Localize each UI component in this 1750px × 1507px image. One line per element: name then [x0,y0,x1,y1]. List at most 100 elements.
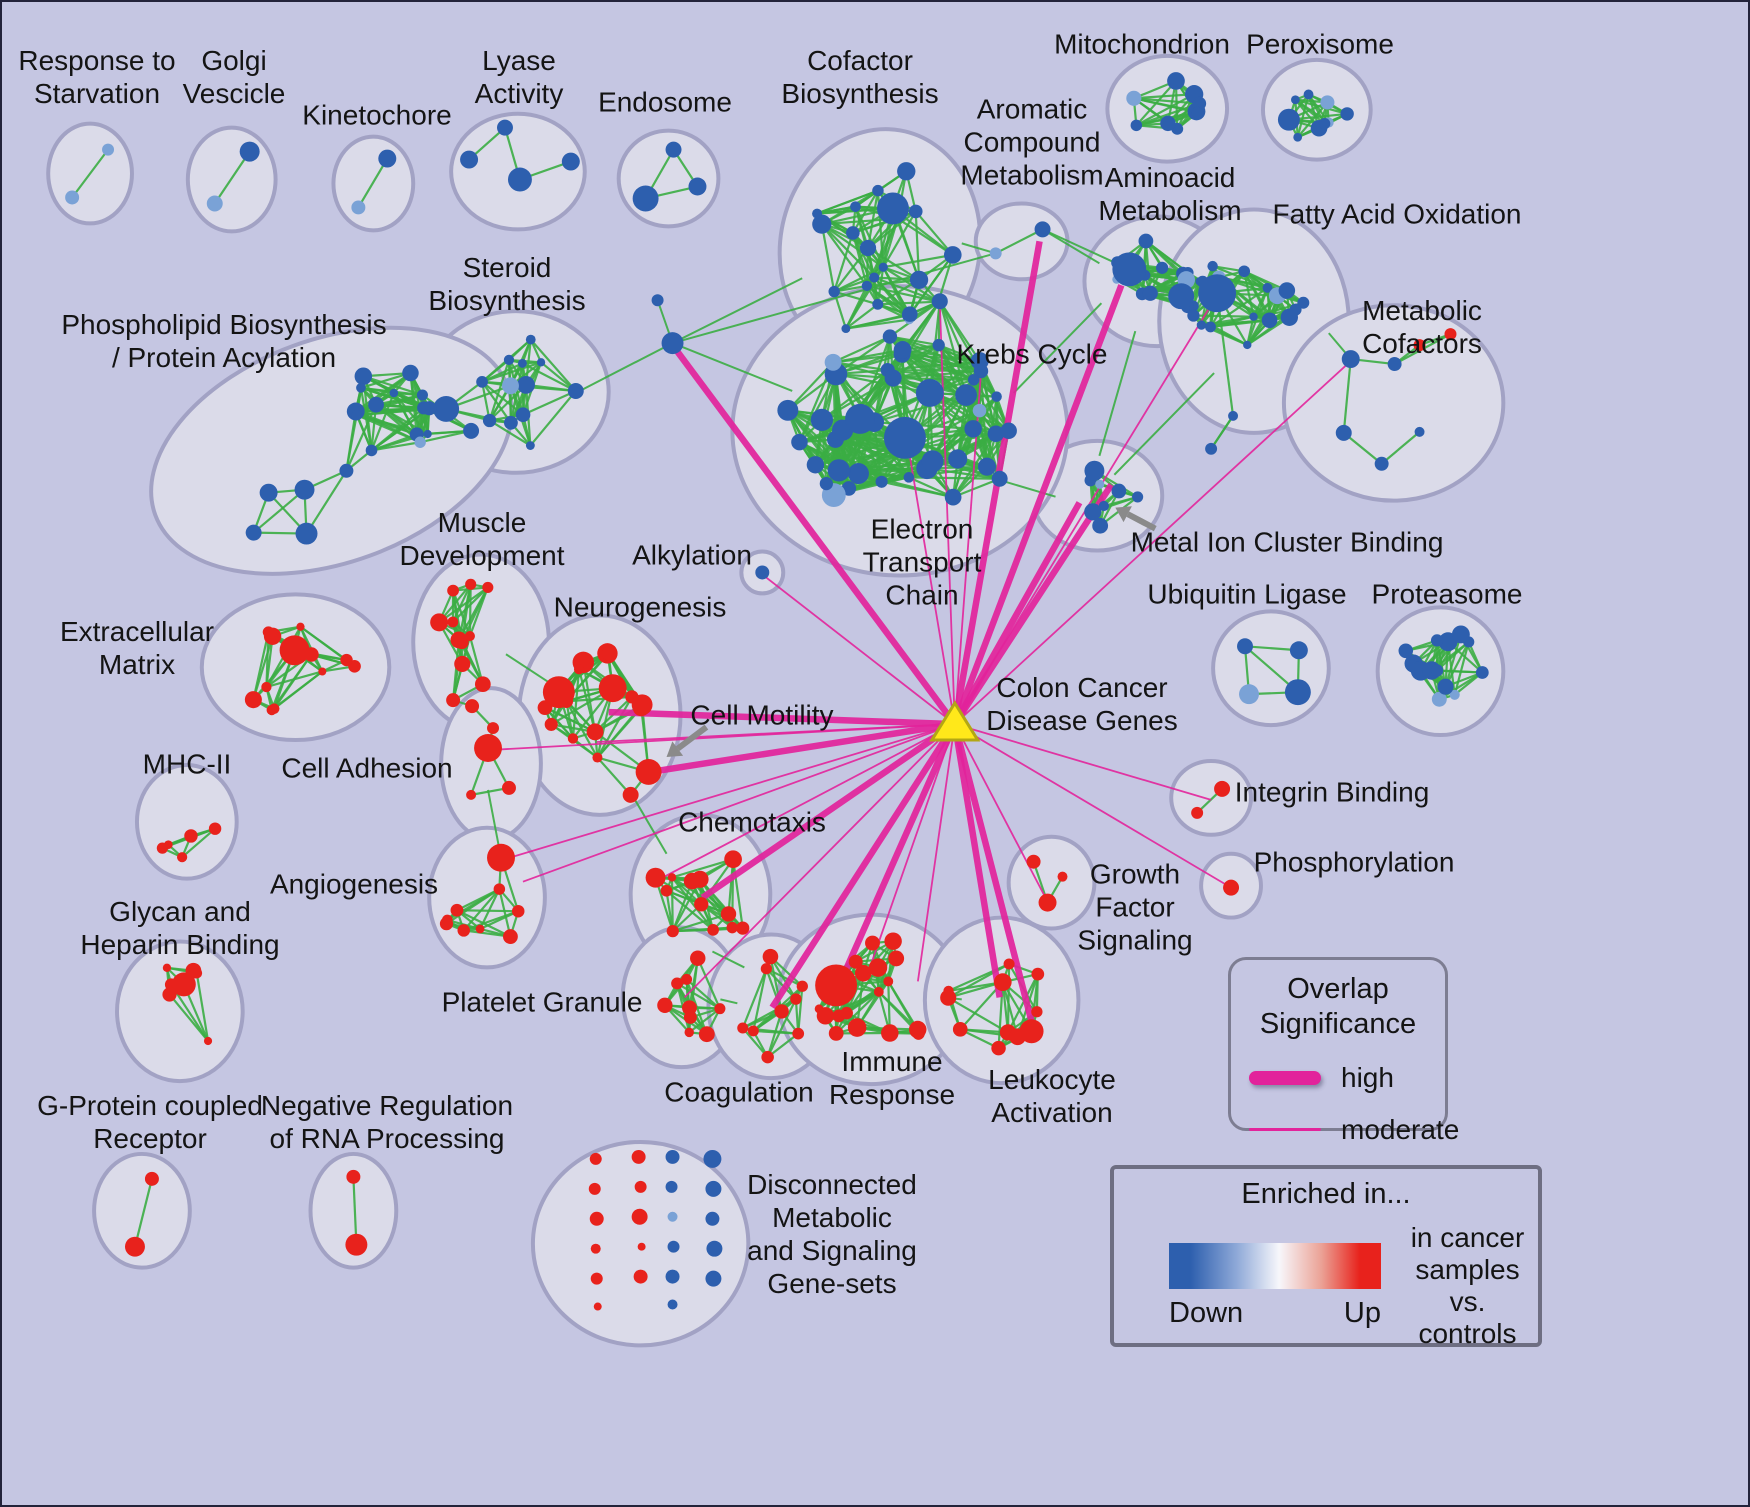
gene-set-node [144,1171,159,1186]
gene-set-node [1475,666,1489,679]
edge [947,996,1009,1034]
edge [937,344,998,398]
gene-set-node [318,667,327,676]
gene-set-node [967,374,980,386]
edge [765,967,803,988]
gene-set-node [812,214,832,234]
gene-set-node [460,150,479,169]
edge [908,254,954,315]
gene-set-node [1126,90,1142,106]
gene-set-node [402,364,419,382]
cluster-ellipses [46,53,1506,1348]
gene-set-node [447,584,459,597]
edge [463,910,519,932]
cluster-negative-regulation-rna [308,1151,399,1270]
gene-set-node [859,239,877,257]
edge [820,223,836,292]
edge [1103,495,1138,508]
gene-set-node [589,1211,604,1226]
gene-set-node [631,694,653,716]
edge [882,266,911,315]
gene-set-node [1000,422,1017,440]
gene-set-node [259,483,278,502]
gene-set-node [1084,503,1102,521]
gene-set-node [761,1050,774,1064]
gene-set-node [1191,806,1204,819]
gene-set-node [1026,854,1041,869]
edge [833,290,879,306]
gene-set-node [806,456,825,474]
gene-set-node [883,416,926,459]
gene-set-node [1444,328,1457,341]
gene-set-node [441,914,453,926]
gene-set-node [1280,308,1299,326]
gene-set-node [1289,641,1308,660]
gene-set-node [847,463,869,484]
gene-set-node [474,734,502,762]
gene-set-node [1132,491,1144,503]
gene-set-node [544,717,558,731]
edge [671,880,694,932]
gene-set-node [861,280,872,292]
edge [938,300,981,362]
gene-set-node [991,1040,1006,1056]
gene-set-node [345,1233,368,1256]
edge [833,247,869,293]
gene-set-node [389,388,399,398]
gene-set-node [724,850,742,869]
gene-set-node [876,192,909,225]
edge [1133,93,1195,100]
gene-set-node [567,733,579,744]
gene-set-node [454,655,471,673]
gene-set-node [102,143,115,156]
gene-set-node [354,367,373,386]
gene-set-node [883,976,894,987]
gene-set-node [294,479,315,500]
gene-set-node [682,1000,697,1016]
edge [571,669,581,739]
gene-set-node [1430,634,1444,647]
gene-set-node [266,704,277,716]
high-significance-line-sample [1249,1070,1321,1085]
edge [873,276,911,315]
overlap-link-moderate [938,303,956,725]
gene-set-node [203,1036,213,1046]
edge [498,888,512,937]
gene-set-node [943,985,954,997]
edge [672,912,729,933]
gene-set-node [1414,426,1425,437]
edge [345,414,358,471]
overlap-link-high [669,343,958,727]
pointer-arrowhead-icon [666,741,684,757]
gene-set-node [1320,95,1335,110]
gene-set-node [536,358,546,367]
edge [1006,963,1011,1033]
inter-cluster-edge [672,277,803,344]
inter-cluster-edge [1098,330,1137,457]
gene-set-node [1398,643,1414,659]
gene-set-node [683,1010,697,1024]
cluster-integrin-binding [1169,758,1253,837]
gene-set-node [848,954,863,969]
gene-set-node [714,1003,726,1015]
gene-set-node [1277,108,1300,131]
gene-set-node [447,616,459,628]
inter-cluster-edge [575,342,673,394]
edge [481,380,524,416]
down-label: Down [1169,1296,1244,1329]
gene-set-node [948,449,968,469]
gene-set-node [908,204,923,219]
gene-set-node [1112,252,1147,287]
gene-set-node [487,722,500,735]
edge [489,419,531,447]
gene-set-node [850,201,861,212]
edge [835,373,931,395]
overlap-link-moderate [954,723,1232,889]
edge [832,421,876,496]
gene-set-node [909,270,929,290]
gene-set-node [888,950,905,967]
edge [577,669,597,733]
gene-set-node [705,1180,722,1197]
enrichment-gradient-bar [1169,1242,1381,1289]
gene-set-node [791,433,808,451]
